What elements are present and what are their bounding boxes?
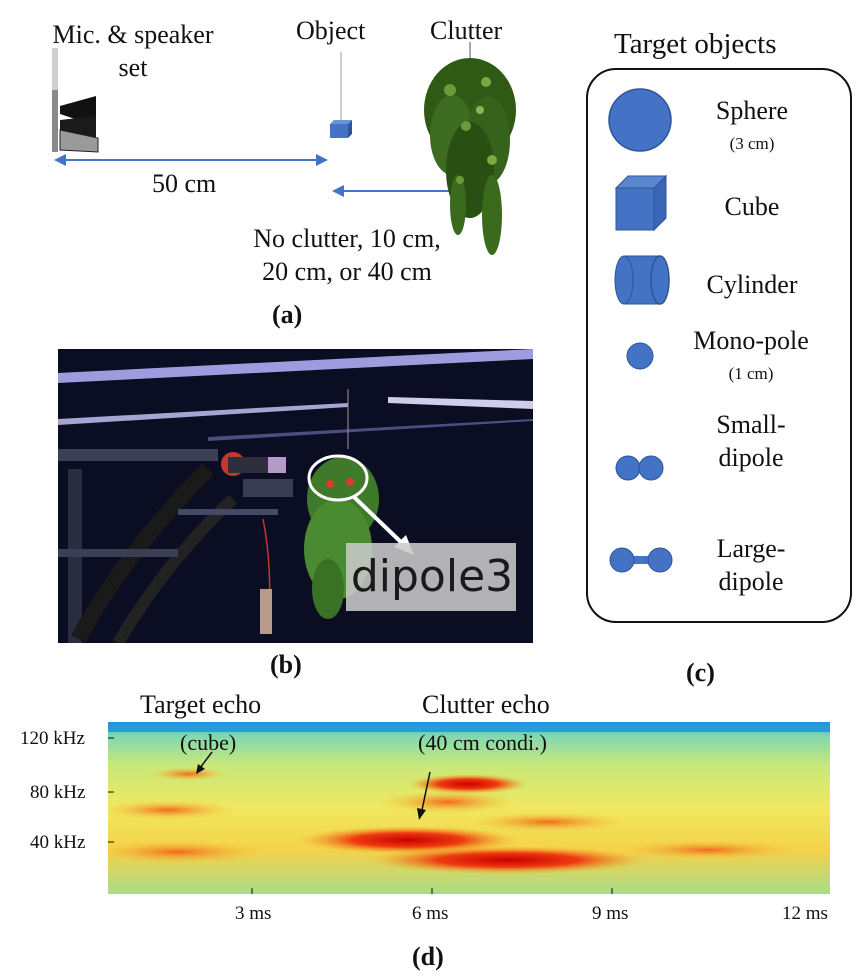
callout-circle [307, 454, 369, 502]
panel-d-label: (d) [412, 942, 444, 971]
targets-title: Target objects [614, 28, 777, 60]
target-size: (3 cm) [729, 134, 775, 153]
target-name: Mono-pole [693, 326, 809, 355]
targets-panel [586, 68, 852, 623]
callout-box [346, 543, 516, 611]
distance-arrow [54, 154, 328, 166]
panel-a-label: (a) [272, 300, 303, 329]
ceiling-light-strip [208, 419, 533, 441]
setup-diagram [52, 42, 516, 255]
speaker-icon [59, 96, 99, 153]
clutter-echo-arrow [417, 771, 431, 820]
equipment-rig [58, 449, 293, 643]
target-name: Cube [724, 192, 780, 221]
target-size: (1 cm) [728, 364, 774, 383]
mic-speaker-label: Mic. & speaker set [52, 20, 214, 82]
target-name: Small- dipole [716, 410, 786, 472]
clutter-echo-detail: (40 cm condi.) [418, 730, 547, 755]
x-tick-label: 9 ms [592, 903, 629, 924]
target-echo-title: Target echo [140, 690, 262, 719]
ceiling-light-strip [58, 403, 348, 425]
clutter-distance-label: No clutter, 10 cm, 20 cm, or 40 cm [253, 224, 441, 286]
y-tick-label: 80 kHz [30, 782, 86, 803]
callout-label: dipole3 [350, 551, 514, 602]
x-tick-label: 12 ms [782, 903, 828, 924]
clutter-plant-icon [424, 42, 516, 255]
clutter-echo-title: Clutter echo [422, 690, 550, 719]
spectrogram-plot: (cube) (40 cm condi.) [108, 722, 830, 894]
sphere-icon [608, 88, 672, 152]
x-tick-label: 3 ms [235, 903, 272, 924]
mic-stand-base [52, 90, 58, 152]
target-name: Cylinder [706, 270, 798, 299]
panel-c-label: (c) [686, 658, 715, 687]
clutter-label: Clutter [430, 16, 503, 45]
spectrogram-image [108, 722, 830, 894]
target-shapes [608, 88, 673, 573]
y-tick-label: 120 kHz [20, 728, 85, 749]
target-name: Large- dipole [716, 534, 786, 596]
cylinder-icon [614, 255, 670, 305]
target-echo-arrow [196, 751, 213, 774]
target-echo-detail: (cube) [180, 730, 237, 755]
ceiling-light-strip [58, 349, 533, 383]
panel-b-label: (b) [270, 650, 302, 679]
experiment-photo: dipole3 [58, 349, 533, 643]
y-tick-label: 40 kHz [30, 832, 86, 853]
ceiling-light-strip [388, 397, 533, 409]
target-name: Sphere [715, 96, 789, 125]
x-tick-label: 6 ms [412, 903, 449, 924]
small-dipole-icon [615, 455, 664, 481]
distance-label: 50 cm [152, 169, 217, 198]
object-cube-icon [330, 120, 352, 138]
object-label: Object [296, 16, 366, 45]
monopole-icon [626, 342, 654, 370]
cube-icon [614, 174, 668, 232]
large-dipole-icon [609, 547, 673, 573]
photo-scene [58, 349, 533, 643]
